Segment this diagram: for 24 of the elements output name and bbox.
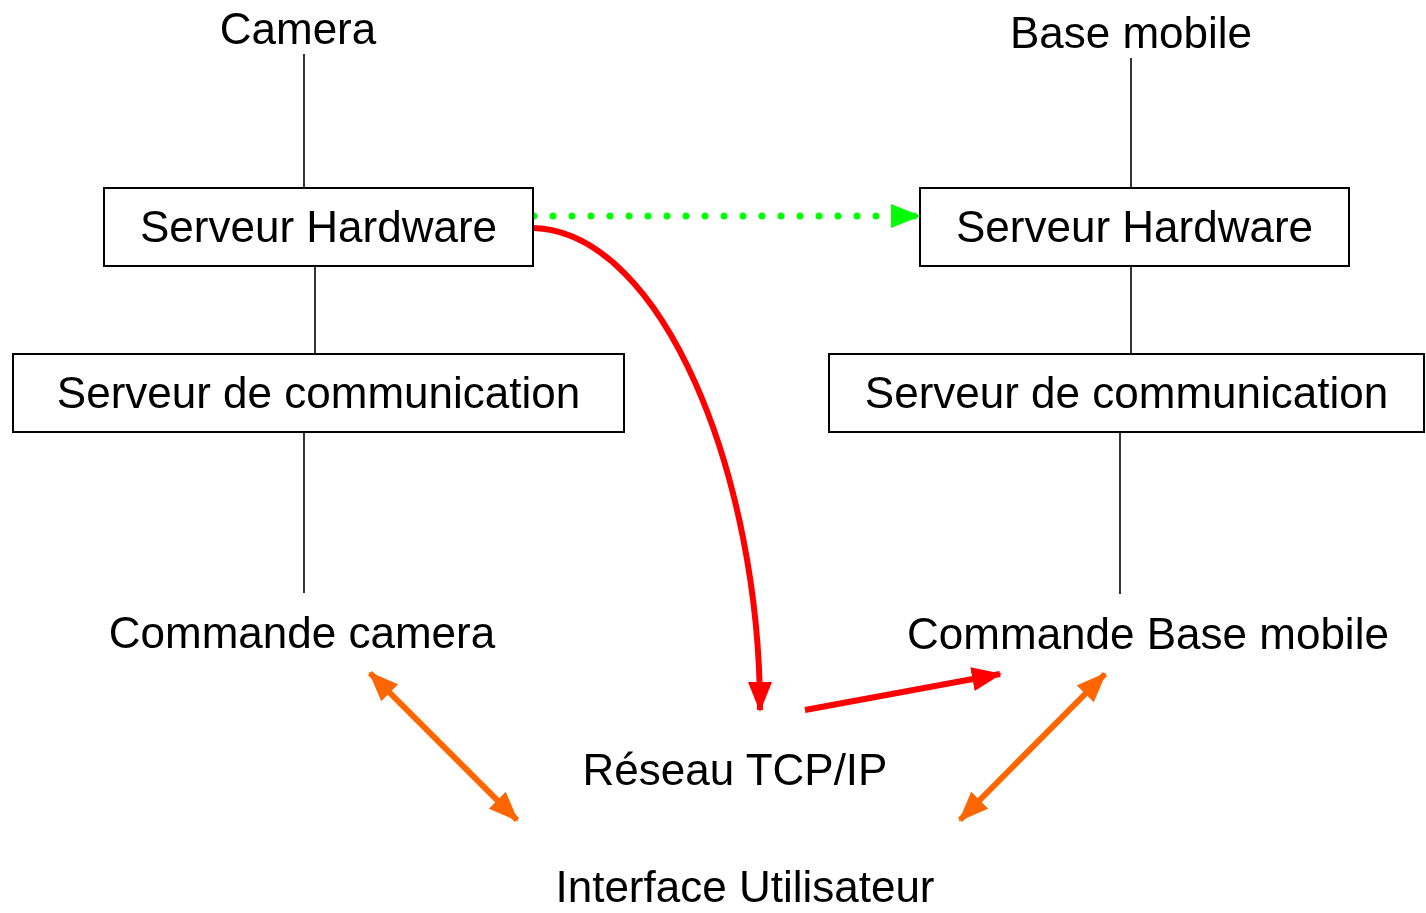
connector-line bbox=[1119, 432, 1121, 595]
connector-line bbox=[303, 432, 305, 594]
arrow bbox=[804, 667, 1002, 713]
arrow bbox=[957, 671, 1108, 823]
server-box bbox=[919, 187, 1350, 267]
component-label: Base mobile bbox=[1009, 8, 1253, 58]
connector-line bbox=[303, 53, 305, 188]
component-label: Réseau TCP/IP bbox=[582, 745, 888, 795]
connector-line bbox=[314, 266, 316, 354]
box-label: Serveur Hardware bbox=[956, 202, 1313, 252]
box-label: Serveur Hardware bbox=[140, 202, 497, 252]
box-label: Serveur de communication bbox=[864, 368, 1389, 418]
server-box bbox=[12, 353, 625, 433]
server-box bbox=[103, 187, 534, 267]
box-label: Serveur de communication bbox=[56, 368, 581, 418]
component-label: Commande camera bbox=[108, 608, 496, 658]
server-box bbox=[828, 353, 1425, 433]
arrow bbox=[367, 670, 520, 823]
arrow bbox=[533, 225, 772, 712]
component-label: Commande Base mobile bbox=[907, 609, 1389, 659]
component-label: Interface Utilisateur bbox=[555, 862, 935, 912]
connector-line bbox=[1130, 57, 1132, 188]
component-label: Camera bbox=[219, 4, 377, 54]
connector-line bbox=[1130, 266, 1132, 354]
